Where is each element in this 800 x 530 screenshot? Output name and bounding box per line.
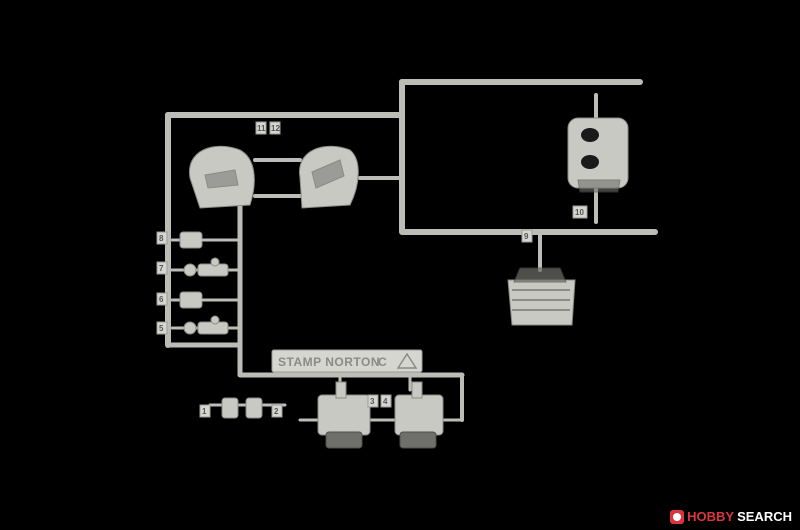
small-part-6 — [179, 291, 221, 309]
part-number-tag: 9 — [524, 232, 529, 241]
crankcase-part-left — [189, 145, 255, 209]
carburettor-part-right — [394, 381, 444, 449]
part-number-tag: 12 — [271, 124, 280, 133]
carburettor-part-left — [317, 381, 371, 449]
watermark-brand: HOBBY — [687, 509, 735, 524]
stamp-symbol: C — [378, 355, 387, 369]
hobbysearch-logo-icon — [670, 509, 685, 524]
small-part-5 — [183, 315, 229, 335]
part-number-tag: 2 — [274, 407, 279, 416]
part-number-tag: 1 — [202, 407, 207, 416]
part-number-tag: 8 — [159, 234, 164, 243]
small-part-7 — [183, 257, 229, 277]
part-number-tag: 10 — [575, 208, 584, 217]
part-number-tag: 3 — [370, 397, 375, 406]
part-number-tag: 11 — [257, 124, 266, 133]
small-part-1-2 — [221, 397, 263, 419]
cylinder-block-part — [507, 267, 576, 326]
crankcase-part-right — [299, 145, 359, 209]
watermark-suffix: SEARCH — [737, 509, 792, 524]
part-number-tag: 5 — [159, 324, 164, 333]
cylinder-head-part — [567, 117, 629, 193]
stamp-tab: STAMP NORTON C — [271, 349, 423, 373]
part-number-tag: 4 — [383, 397, 388, 406]
stamp-label: STAMP NORTON — [278, 355, 380, 369]
part-number-tag: 7 — [159, 264, 164, 273]
part-number-tag: 6 — [159, 295, 164, 304]
small-part-8 — [179, 231, 221, 249]
hobbysearch-watermark: HOBBY SEARCH — [670, 509, 792, 524]
recycle-icon — [396, 352, 418, 369]
part-number-tags: 11 12 10 9 8 7 6 5 1 2 3 4 — [156, 121, 588, 418]
